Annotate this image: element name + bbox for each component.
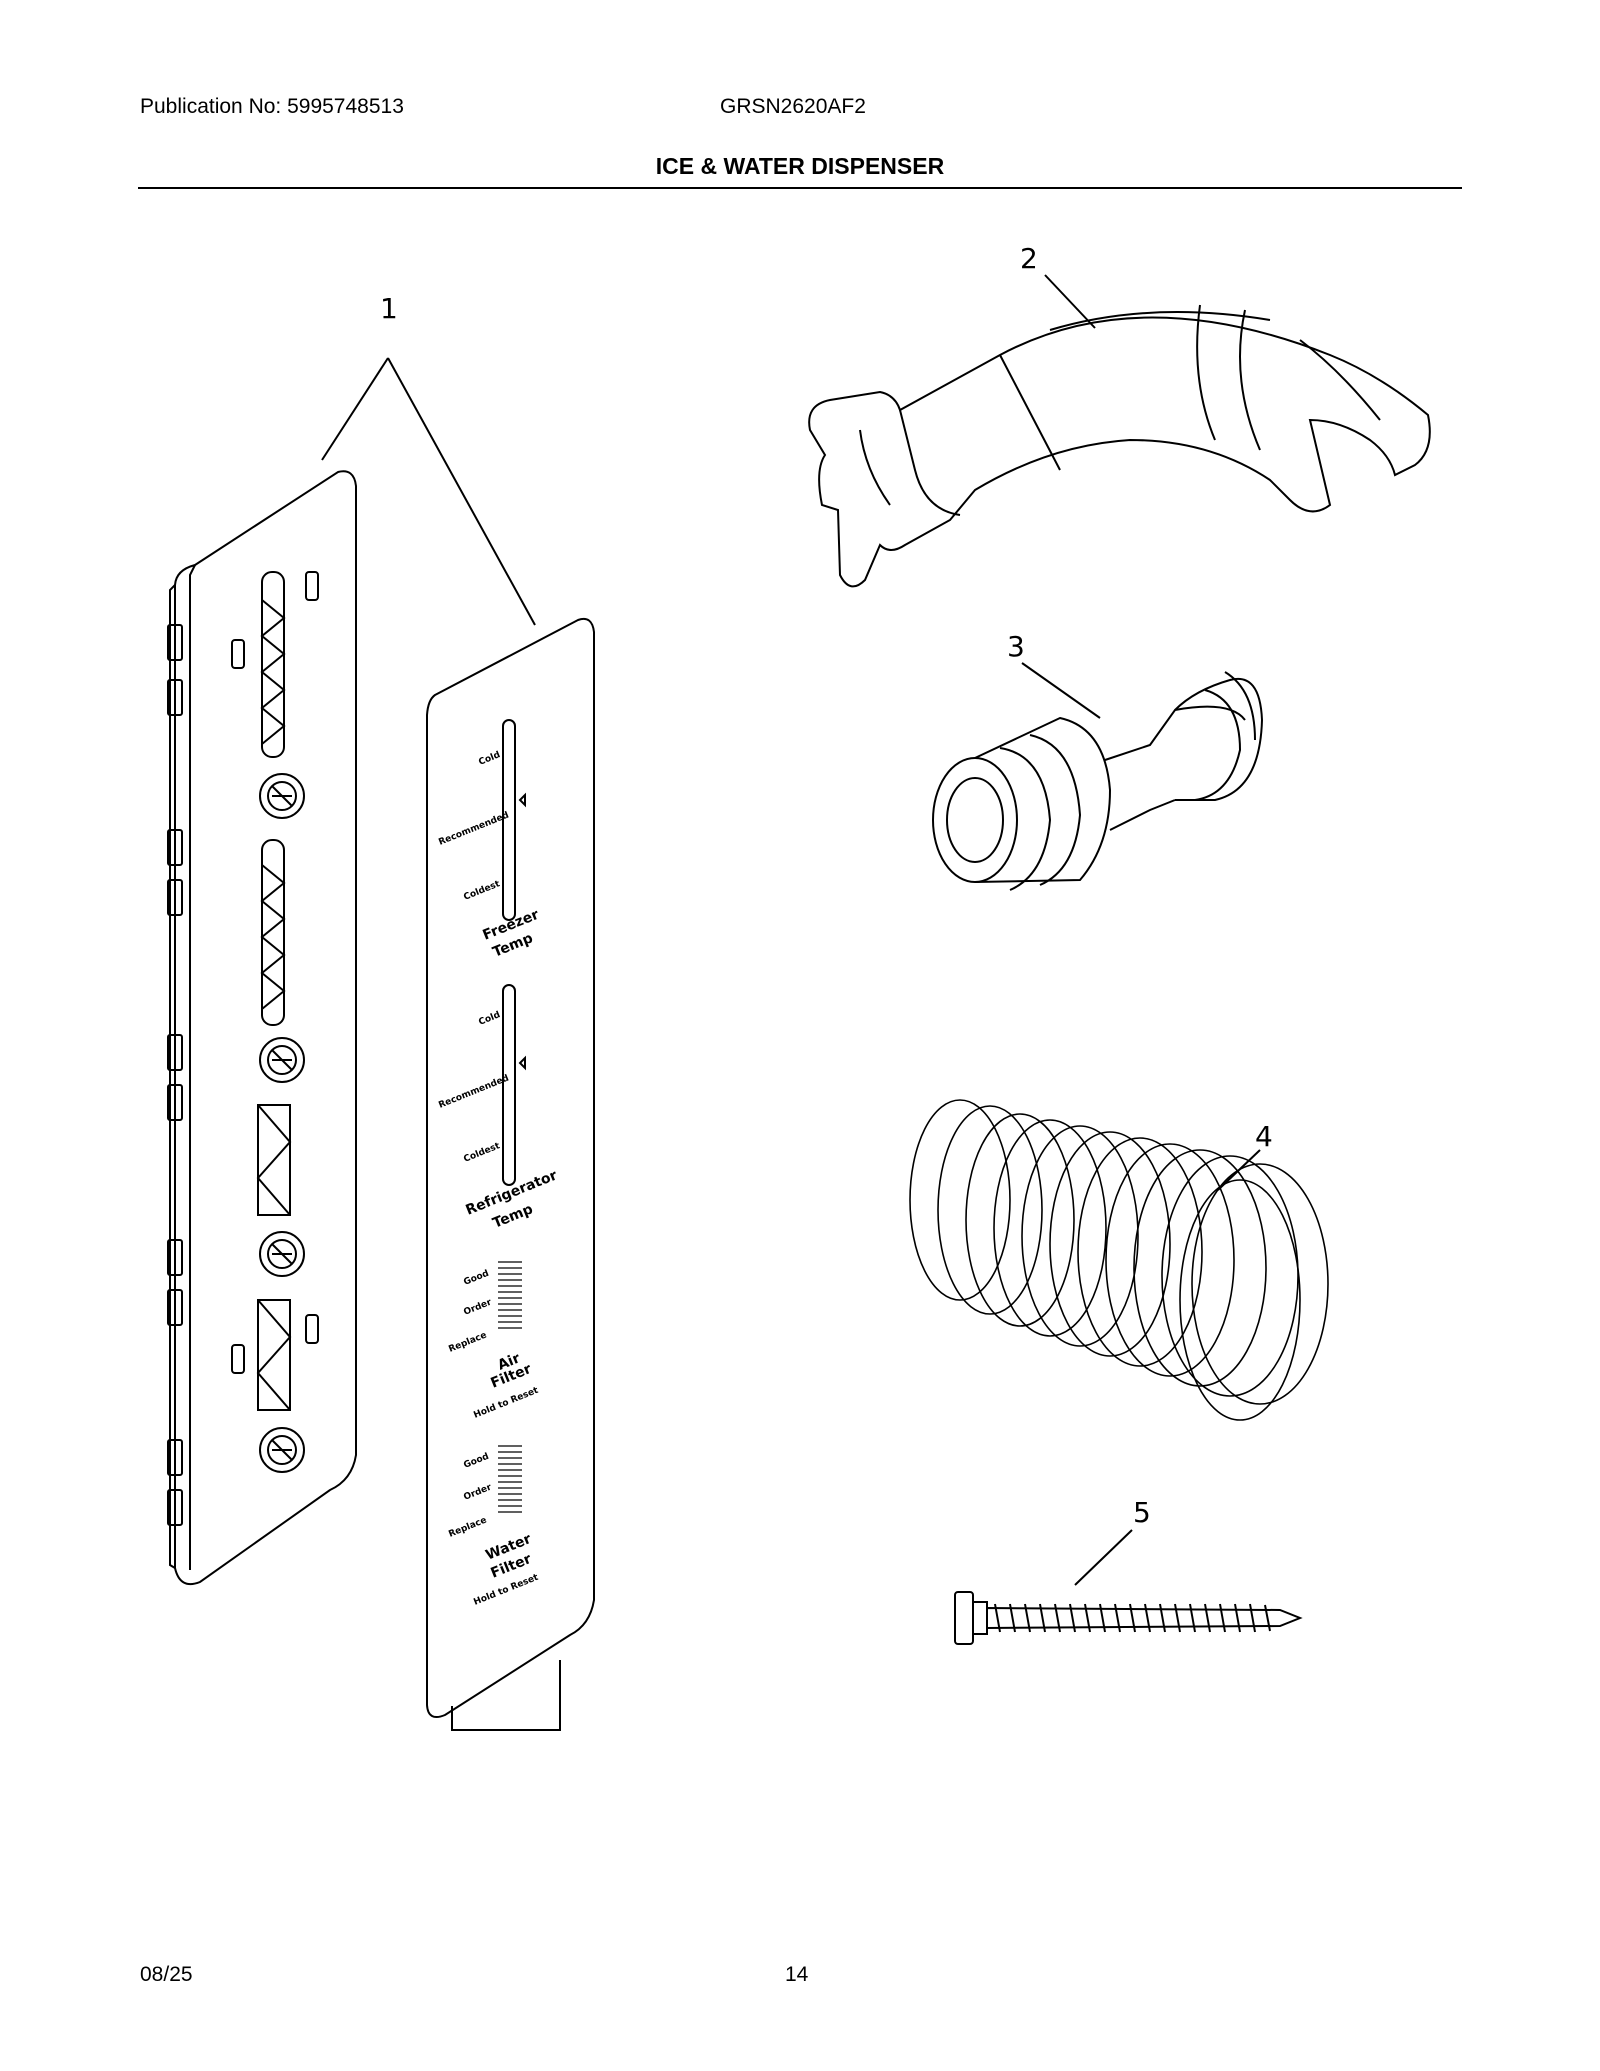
callout-4: 4 [1255, 1120, 1273, 1153]
overlay-replace-label: Replace [447, 1330, 488, 1354]
header-rule [138, 187, 1462, 189]
section-title: ICE & WATER DISPENSER [655, 153, 945, 179]
footer-date: 08/25 [140, 1963, 193, 1986]
overlay-recommended-label: Recommended [437, 810, 510, 847]
control-board [167, 470, 357, 1586]
overlay-panel [426, 617, 595, 1731]
overlay-cold-label-2: Cold [477, 1010, 501, 1028]
overlay-coldest-label-2: Coldest [462, 1141, 502, 1165]
callout-5: 5 [1133, 1496, 1151, 1529]
overlay-cold-label: Cold [477, 750, 501, 768]
water-tube-coil [909, 1099, 1329, 1421]
overlay-air-label: Air [496, 1350, 523, 1373]
overlay-order-label-2: Order [462, 1482, 493, 1502]
overlay-order-label: Order [462, 1297, 493, 1317]
callout-3: 3 [1007, 630, 1025, 663]
overlay-recommended-label-2: Recommended [437, 1073, 510, 1110]
overlay-hold-reset-label-2: Hold to Reset [472, 1572, 540, 1607]
publication-number: Publication No: 5995748513 [140, 95, 404, 118]
callout-1: 1 [380, 292, 398, 325]
overlay-good-label-2: Good [462, 1452, 490, 1471]
overlay-replace-label-2: Replace [447, 1515, 488, 1539]
overlay-good-label: Good [462, 1269, 490, 1288]
page-number: 14 [785, 1963, 809, 1986]
model-number: GRSN2620AF2 [720, 95, 866, 118]
overlay-coldest-label: Coldest [462, 879, 502, 903]
overlay-hold-reset-label: Hold to Reset [472, 1385, 540, 1420]
ice-chute [808, 304, 1431, 588]
screw [954, 1591, 1303, 1645]
callout-2: 2 [1020, 242, 1038, 275]
union-fitting [932, 671, 1264, 891]
